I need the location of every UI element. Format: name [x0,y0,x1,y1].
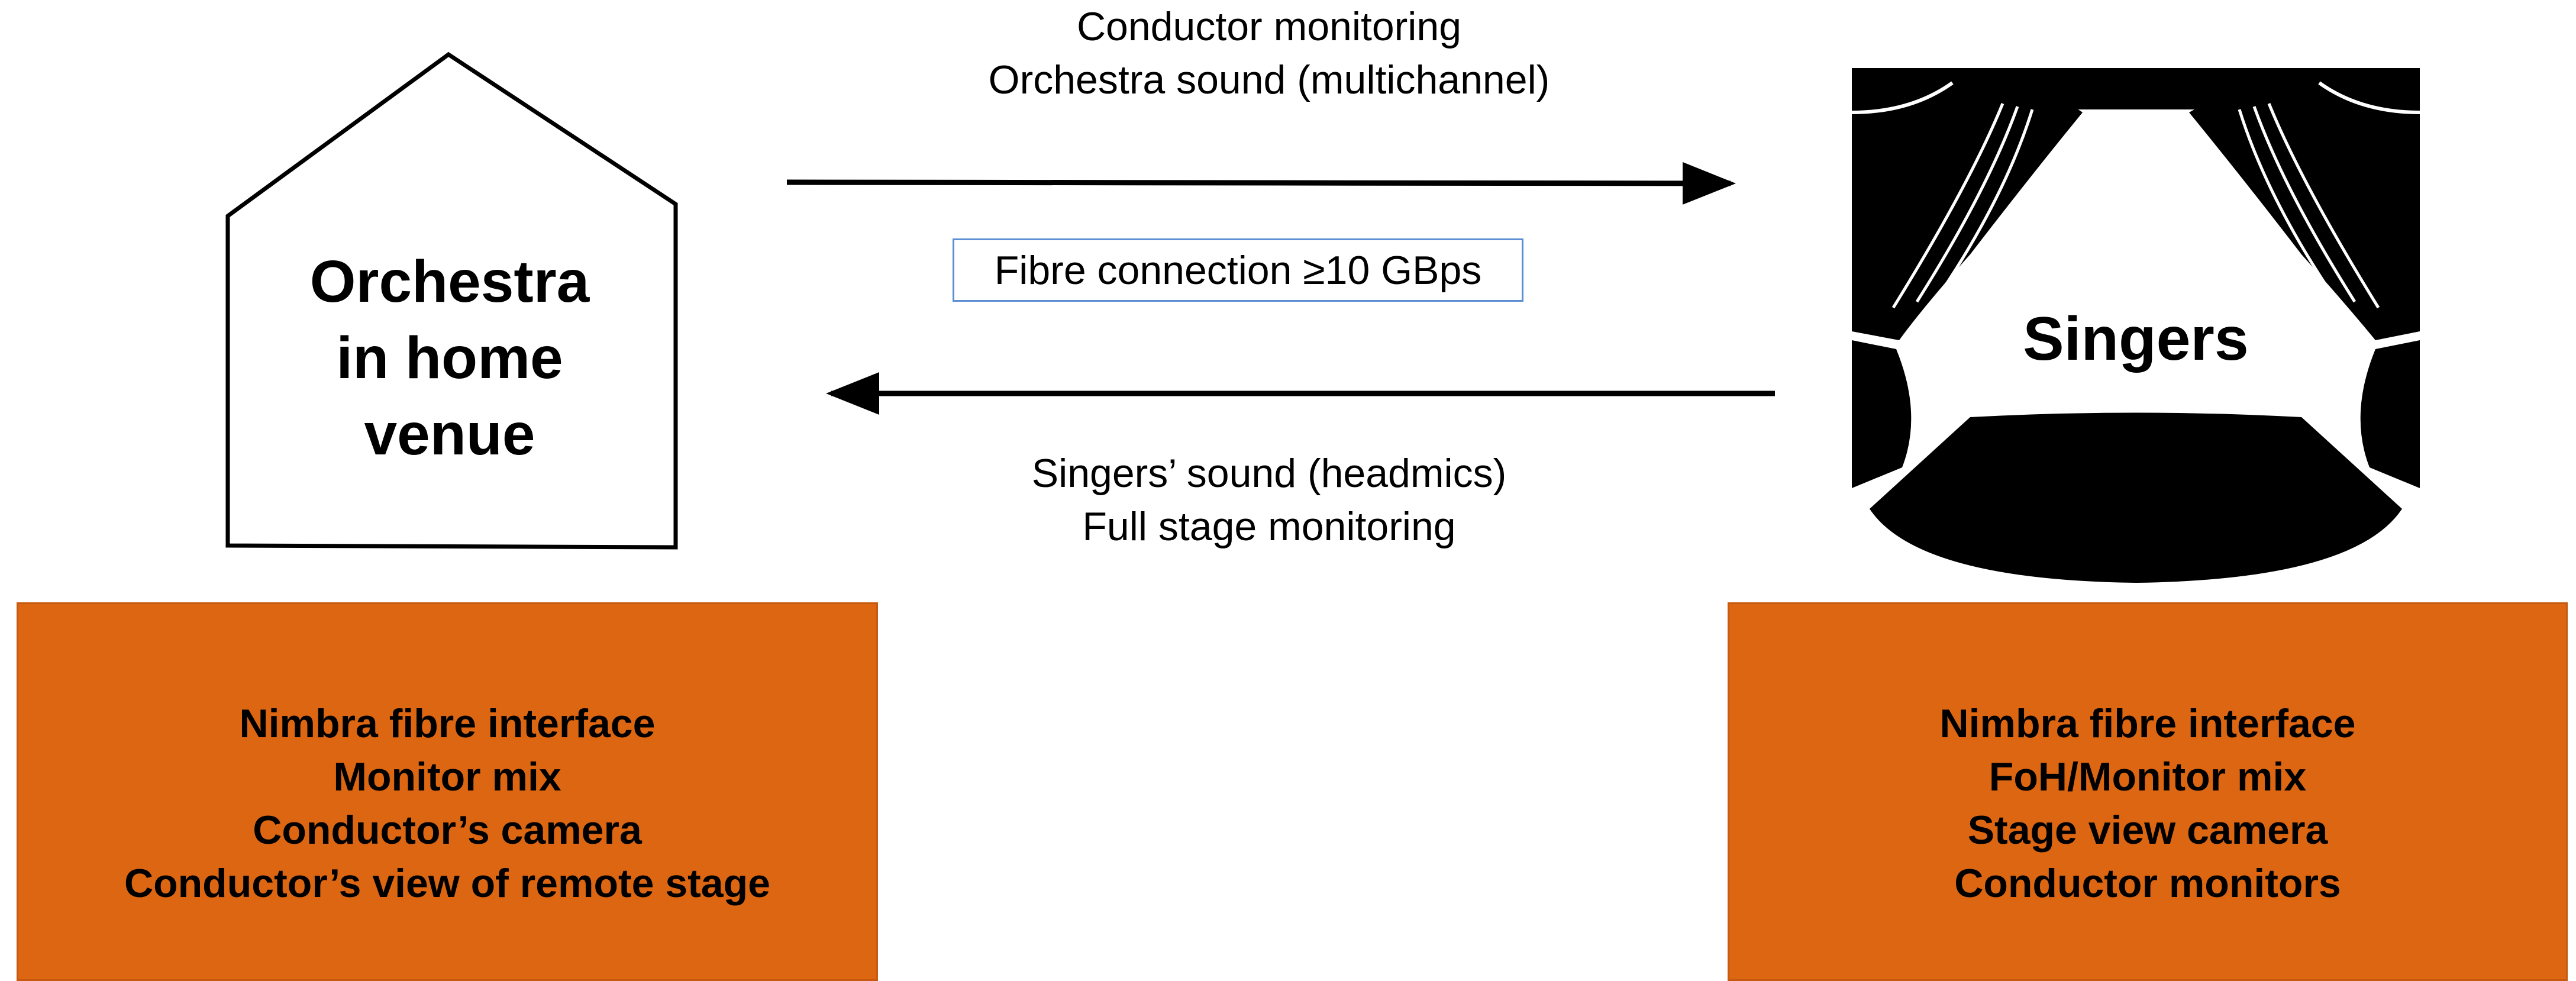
equipment-item: Nimbra fibre interface [239,701,656,746]
orchestra-equipment-box: Nimbra fibre interface Monitor mix Condu… [17,602,878,981]
to-orchestra-signals: Singers’ sound (headmics) Full stage mon… [828,447,1710,553]
theatre-stage-icon [1851,68,2420,583]
singers-label: Singers [2023,305,2249,373]
equipment-item: Conductor’s camera [253,808,642,853]
signal-label: Conductor monitoring [1076,4,1462,49]
signal-label: Singers’ sound (headmics) [1031,451,1507,496]
arrow-right-icon [786,162,1736,205]
singers-equipment-box: Nimbra fibre interface FoH/Monitor mix S… [1728,602,2568,981]
equipment-item: Conductor’s view of remote stage [124,861,770,906]
equipment-item: FoH/Monitor mix [1989,754,2307,799]
signal-label: Full stage monitoring [1082,504,1456,549]
equipment-item: Monitor mix [333,754,561,799]
signal-label: Orchestra sound (multichannel) [988,57,1550,102]
fibre-connection-label: Fibre connection ≥10 GBps [953,238,1523,302]
house-icon [225,51,678,550]
orchestra-venue-label: Orchestra in home venue [309,249,590,467]
equipment-item: Nimbra fibre interface [1939,701,2356,746]
to-singers-signals: Conductor monitoring Orchestra sound (mu… [828,0,1710,107]
equipment-item: Stage view camera [1967,808,2328,853]
equipment-item: Conductor monitors [1954,861,2341,906]
